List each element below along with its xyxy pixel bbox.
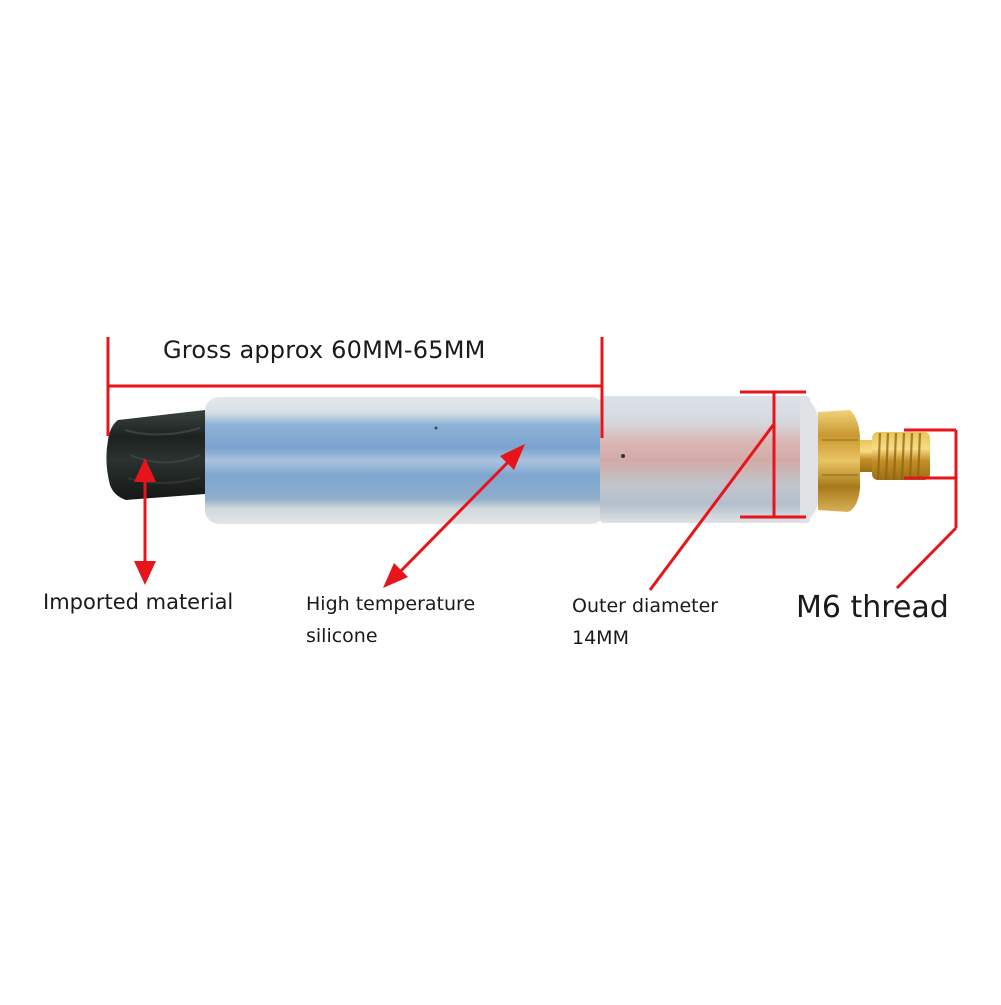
- silicone-arrow-up-head: [500, 444, 525, 470]
- arrowheads: [134, 444, 525, 588]
- outer-diameter-line1: Outer diameter: [572, 595, 719, 617]
- tip-material-label: Imported material: [43, 590, 234, 614]
- brass-threaded-stud: [860, 432, 930, 480]
- tip-arrow-down-head: [134, 561, 156, 585]
- body-material-label: High temperature silicone: [306, 588, 475, 652]
- outer-diameter-label: Outer diameter 14MM: [572, 590, 718, 654]
- silicone-arrow-down-head: [383, 563, 408, 588]
- tip-arrow-up-head: [134, 458, 156, 482]
- outer-diameter-line2: 14MM: [572, 627, 629, 649]
- brush-tip: [106, 410, 205, 500]
- dimension-lines: [106, 337, 958, 591]
- brass-hex-nut: [818, 410, 860, 512]
- body-material-line1: High temperature: [306, 593, 476, 615]
- body-material-line2: silicone: [306, 625, 378, 647]
- gross-length-label: Gross approx 60MM-65MM: [163, 336, 486, 364]
- thread-label: M6 thread: [796, 590, 949, 625]
- silicone-sleeve: [205, 396, 820, 524]
